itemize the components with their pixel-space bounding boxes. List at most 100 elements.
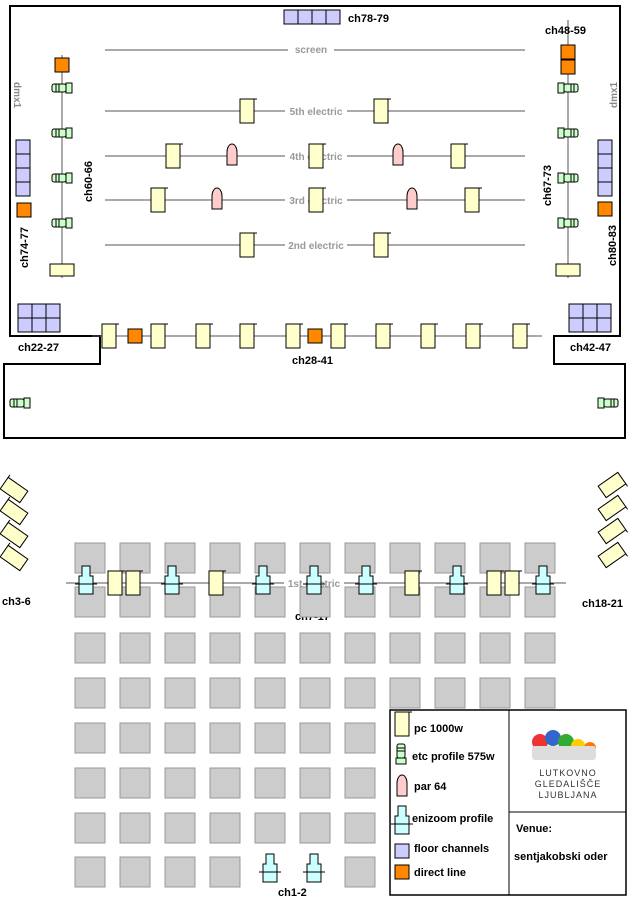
pc-fixture: [404, 570, 422, 596]
ch60-66-label: ch60-66: [83, 161, 95, 202]
pc-body: [375, 323, 391, 349]
etc-lens: [65, 127, 73, 139]
floor-channel: [568, 317, 584, 333]
floor-channel-block: [568, 303, 612, 333]
etc-lens: [65, 217, 73, 229]
floor-channel: [311, 9, 327, 25]
floor-channel: [15, 181, 31, 197]
floor-channel: [325, 9, 341, 25]
pc-yoke: [7, 542, 11, 546]
etc-lens: [597, 397, 605, 409]
pc-body: [0, 544, 29, 572]
pc-body: [465, 323, 481, 349]
pc-body: [373, 98, 389, 124]
enizoom-fixture: [303, 565, 325, 595]
pc-body: [239, 323, 255, 349]
etc-profile-fixture: [557, 172, 579, 184]
floor-channel: [394, 843, 410, 859]
seat: [119, 542, 151, 574]
direct-line-box: [560, 59, 576, 75]
floor-channel: [17, 303, 33, 319]
seat: [254, 812, 286, 844]
etc-lens: [557, 217, 565, 229]
seat: [209, 812, 241, 844]
floor-channel: [597, 167, 613, 183]
seat: [344, 812, 376, 844]
seat: [479, 632, 511, 664]
legend-floor-label: floor channels: [414, 843, 489, 855]
seat: [389, 632, 421, 664]
floor-channel: [568, 303, 584, 319]
seat: [344, 722, 376, 754]
pc-fixture: [555, 263, 581, 277]
pc-fixture: [239, 98, 257, 124]
seat: [299, 767, 331, 799]
pc-body: [150, 323, 166, 349]
pc-fixture: [0, 496, 29, 526]
floor-channel: [45, 317, 61, 333]
legend-par-label: par 64: [414, 781, 447, 793]
pc-body: [330, 323, 346, 349]
pc-fixture: [464, 187, 482, 213]
pc-body: [486, 570, 502, 596]
seat: [209, 722, 241, 754]
pc-body: [308, 143, 324, 169]
pc-body: [597, 494, 627, 522]
etc-profile-fixture: [51, 172, 73, 184]
pc-fixture: [150, 187, 168, 213]
par64-fixture: [396, 774, 408, 797]
pc-fixture: [150, 323, 168, 349]
floor-channel-block: [15, 139, 31, 197]
seat: [209, 767, 241, 799]
pc-fixture: [195, 323, 213, 349]
ch48-59-label: ch48-59: [545, 25, 586, 37]
etc-profile-fixture: [395, 743, 407, 765]
theatre-logo: LUTKOVNO GLEDALIŠČE LJUBLJANA: [532, 730, 600, 800]
direct-line-box: [560, 44, 576, 60]
seat: [524, 677, 556, 709]
pc-body: [101, 323, 117, 349]
seat: [389, 677, 421, 709]
pc-body: [420, 323, 436, 349]
electric-2-label: 2nd electric: [288, 241, 344, 252]
direct-line-box: [307, 328, 323, 344]
seat: [119, 632, 151, 664]
seat: [299, 632, 331, 664]
pc-fixture: [597, 541, 628, 569]
direct-line-box: [16, 202, 32, 218]
pc-body: [555, 263, 581, 277]
seat: [209, 677, 241, 709]
ch1-2-label: ch1-2: [278, 887, 307, 899]
ch67-73-label: ch67-73: [542, 165, 554, 206]
etc-lens: [557, 82, 565, 94]
seat: [344, 767, 376, 799]
seat: [119, 812, 151, 844]
etc-lens: [23, 397, 31, 409]
pc-fixture: [0, 519, 29, 549]
floor-channel: [597, 153, 613, 169]
floor-channel: [31, 317, 47, 333]
enizoom-body: [358, 565, 374, 595]
stage-outline: [3, 5, 626, 439]
pc-fixture: [420, 323, 438, 349]
floor-channel-block: [597, 139, 613, 197]
pc-fixture: [285, 323, 303, 349]
par64-body: [396, 774, 408, 797]
par64-fixture: [392, 143, 404, 166]
enizoom-fixture: [391, 805, 413, 835]
enizoom-body: [449, 565, 465, 595]
seat: [74, 677, 106, 709]
seat: [344, 856, 376, 888]
par64-body: [392, 143, 404, 166]
floor-channel: [15, 139, 31, 155]
pc-body: [308, 187, 324, 213]
pc-fixture: [125, 570, 143, 596]
par64-body: [211, 187, 223, 210]
ch22-27-label: ch22-27: [18, 342, 59, 354]
pc-fixture: [101, 323, 119, 349]
pc-fixture: [239, 232, 257, 258]
pc-fixture: [597, 471, 628, 499]
pc-body: [450, 143, 466, 169]
seat: [299, 722, 331, 754]
floor-channel: [31, 303, 47, 319]
